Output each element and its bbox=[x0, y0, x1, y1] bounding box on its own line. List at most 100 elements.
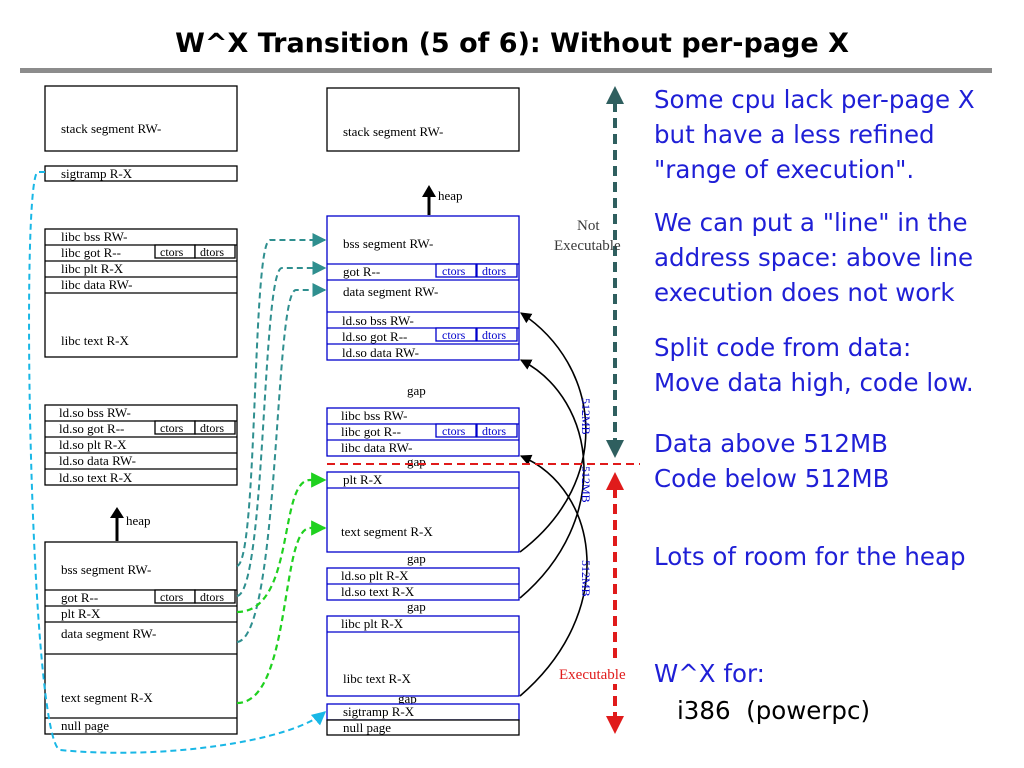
size-label-1: 512MB bbox=[579, 398, 593, 435]
mid-stack-label: stack segment RW- bbox=[343, 124, 443, 139]
left-ldso-dtors-box bbox=[194, 420, 236, 435]
size-label-3: 512MB bbox=[579, 560, 593, 597]
left-memory-map: stack segment RW- sigtramp R-X libc bss … bbox=[44, 85, 238, 735]
note-wx-for: W^X for: bbox=[654, 659, 765, 688]
mid-gap-1: gap bbox=[407, 383, 426, 398]
mid-sigtramp-label: sigtramp R-X bbox=[343, 704, 415, 719]
mid-got-label: got R-- bbox=[343, 264, 380, 279]
left-libc-got-label: libc got R-- bbox=[61, 245, 121, 260]
left-null-label: null page bbox=[61, 718, 109, 733]
left-ldso-plt-label: ld.so plt R-X bbox=[59, 437, 127, 452]
left-dtors-label: dtors bbox=[200, 590, 224, 604]
title-rule bbox=[20, 68, 992, 73]
exec-down-arrowhead-icon bbox=[606, 716, 624, 734]
left-program-box bbox=[44, 541, 238, 735]
left-libc-text-label: libc text R-X bbox=[61, 333, 129, 348]
not-executable-label-1: Not bbox=[577, 218, 600, 234]
left-libc-dtors-label: dtors bbox=[200, 245, 224, 259]
mid-ldso-text-label: ld.so text R-X bbox=[341, 584, 415, 599]
mid-ldso-plt-label: ld.so plt R-X bbox=[341, 568, 409, 583]
executable-range: Executable bbox=[556, 472, 640, 734]
not-executable-label-2: Executable bbox=[554, 238, 621, 254]
mid-ctors-label: ctors bbox=[442, 264, 466, 278]
left-stack-box bbox=[44, 85, 238, 152]
left-sigtramp-box bbox=[44, 165, 238, 182]
left-dtors-box bbox=[194, 589, 236, 604]
mid-plt-label: plt R-X bbox=[343, 472, 383, 487]
got-move-arrow bbox=[236, 261, 327, 597]
mid-ldso-got-label: ld.so got R-- bbox=[342, 329, 407, 344]
left-ldso-box bbox=[44, 404, 238, 486]
mid-gap-3: gap bbox=[407, 551, 426, 566]
mid-libc-data-label: libc data RW- bbox=[341, 440, 412, 455]
mid-libc-text-box bbox=[326, 615, 520, 697]
down-arrowhead-icon bbox=[606, 440, 624, 458]
left-libc-dtors-box bbox=[194, 244, 236, 259]
mid-libc-got-label: libc got R-- bbox=[341, 424, 401, 439]
mid-bss-label: bss segment RW- bbox=[343, 236, 433, 251]
left-ldso-got-label: ld.so got R-- bbox=[59, 421, 124, 436]
libc-text-to-data-arrow bbox=[519, 454, 588, 697]
mid-dtors-label: dtors bbox=[482, 264, 506, 278]
mid-libc-dtors-box bbox=[476, 423, 518, 438]
left-text-label: text segment R-X bbox=[61, 690, 153, 705]
note-line: We can put a "line" in the address space… bbox=[654, 208, 974, 307]
slide-title: W^X Transition (5 of 6): Without per-pag… bbox=[175, 28, 849, 59]
text-move-arrow bbox=[236, 520, 327, 705]
note-heap: Lots of room for the heap bbox=[654, 542, 966, 571]
left-plt-label: plt R-X bbox=[61, 606, 101, 621]
executable-label: Executable bbox=[559, 667, 626, 683]
left-ldso-ctors-label: ctors bbox=[160, 421, 184, 435]
mid-ldso-data-label: ld.so data RW- bbox=[342, 345, 419, 360]
bss-move-arrow bbox=[236, 233, 327, 567]
note-split: Split code from data: Move data high, co… bbox=[654, 333, 974, 397]
mid-null-label: null page bbox=[343, 720, 391, 735]
plt-move-arrow bbox=[236, 472, 327, 614]
mid-ldso-dtors-label: dtors bbox=[482, 328, 506, 342]
left-stack-label: stack segment RW- bbox=[61, 121, 161, 136]
mid-text-label: text segment R-X bbox=[341, 524, 433, 539]
mid-data-label: data segment RW- bbox=[343, 284, 438, 299]
note-architectures: i386 (powerpc) bbox=[677, 696, 871, 725]
data-move-arrow bbox=[236, 283, 327, 643]
left-ldso-data-label: ld.so data RW- bbox=[59, 453, 136, 468]
not-executable-range: Not Executable bbox=[554, 86, 624, 458]
left-heap-label: heap bbox=[126, 513, 151, 528]
text-to-data-arrow bbox=[519, 312, 587, 553]
mid-libc-ctors-label: ctors bbox=[442, 424, 466, 438]
mid-libc-text-label: libc text R-X bbox=[343, 671, 411, 686]
mid-ctors-box bbox=[435, 263, 477, 278]
left-sigtramp-label: sigtramp R-X bbox=[61, 166, 133, 181]
mid-libc-plt-label: libc plt R-X bbox=[341, 616, 404, 631]
mid-ldso-bss-label: ld.so bss RW- bbox=[342, 313, 414, 328]
sigtramp-move-arrow bbox=[28, 171, 327, 754]
mid-gap-5: gap bbox=[398, 691, 417, 706]
left-bss-label: bss segment RW- bbox=[61, 562, 151, 577]
left-libc-data-label: libc data RW- bbox=[61, 277, 132, 292]
mid-null-box bbox=[326, 719, 520, 736]
mid-text-box bbox=[326, 471, 520, 553]
mid-dtors-box bbox=[476, 263, 518, 278]
left-ldso-dtors-label: dtors bbox=[200, 421, 224, 435]
mid-ldso-ctors-label: ctors bbox=[442, 328, 466, 342]
connector-arrows bbox=[28, 171, 327, 754]
left-ldso-text-label: ld.so text R-X bbox=[59, 470, 133, 485]
curved-arrows: 512MB 512MB 512MB bbox=[519, 312, 593, 697]
mid-gap-2: gap bbox=[407, 454, 426, 469]
note-per-page-x: Some cpu lack per-page X but have a less… bbox=[654, 85, 975, 184]
left-ctors-label: ctors bbox=[160, 590, 184, 604]
mid-ldso-ctors-box bbox=[435, 327, 477, 342]
left-got-label: got R-- bbox=[61, 590, 98, 605]
left-data-label: data segment RW- bbox=[61, 626, 156, 641]
exec-up-arrowhead-icon bbox=[606, 472, 624, 490]
mid-libc-ctors-box bbox=[435, 423, 477, 438]
left-ldso-bss-label: ld.so bss RW- bbox=[59, 405, 131, 420]
mid-gap-4: gap bbox=[407, 599, 426, 614]
mid-ldso-dtors-box bbox=[476, 327, 518, 342]
up-arrowhead-icon bbox=[606, 86, 624, 104]
left-libc-ctors-label: ctors bbox=[160, 245, 184, 259]
left-libc-plt-label: libc plt R-X bbox=[61, 261, 124, 276]
mid-heap-label: heap bbox=[438, 188, 463, 203]
middle-memory-map: stack segment RW- heap bss segment RW- g… bbox=[326, 87, 520, 736]
